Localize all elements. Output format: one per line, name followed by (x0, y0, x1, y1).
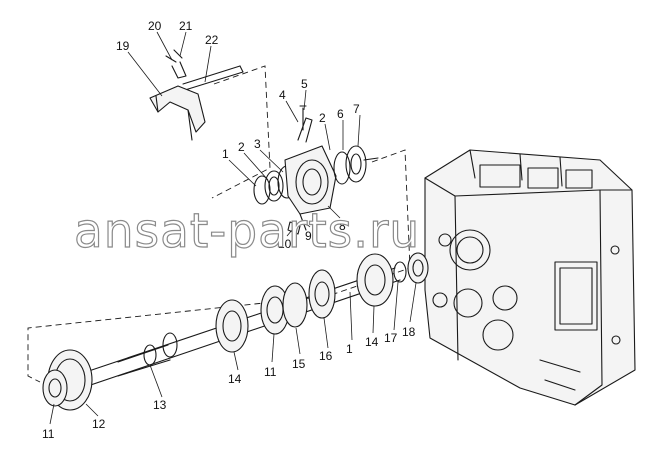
callout-14-right: 14 (365, 335, 379, 349)
callout-9: 9 (305, 229, 312, 243)
callout-6: 6 (337, 107, 344, 121)
callout-1-lower: 1 (346, 342, 353, 356)
callout-18: 18 (402, 325, 416, 339)
assembly-guide-lines (27, 65, 411, 383)
callout-13: 13 (153, 398, 167, 412)
callout-17: 17 (384, 331, 398, 345)
callout-1-upper: 1 (222, 147, 229, 161)
callout-21: 21 (179, 19, 193, 33)
callout-16: 16 (319, 349, 333, 363)
callout-8: 8 (339, 219, 346, 233)
callout-numbers: 20 21 22 19 5 4 7 2 6 1 2 3 8 9 10 1 14 … (42, 19, 416, 441)
leader-lines (49, 31, 417, 425)
callout-7: 7 (353, 102, 360, 116)
callout-10: 10 (278, 237, 292, 251)
callout-4: 4 (279, 88, 286, 102)
callout-20: 20 (148, 19, 162, 33)
callout-3: 3 (254, 137, 261, 151)
callout-12: 12 (92, 417, 106, 431)
callout-2-upper-left: 2 (238, 140, 245, 154)
watermark-text: ansat-parts.ru (74, 204, 420, 259)
upper-bearing-group (253, 105, 379, 235)
callout-11-left: 11 (42, 427, 55, 441)
callout-5: 5 (301, 77, 308, 91)
callout-19: 19 (116, 39, 130, 53)
callout-14-left: 14 (228, 372, 242, 386)
callout-11-middle: 11 (264, 365, 277, 379)
gearbox-housing (424, 149, 636, 406)
main-shaft (42, 252, 429, 411)
callout-22: 22 (205, 33, 219, 47)
callout-15: 15 (292, 357, 306, 371)
shift-fork-assembly (149, 49, 244, 141)
callout-2-upper-right: 2 (319, 111, 326, 125)
